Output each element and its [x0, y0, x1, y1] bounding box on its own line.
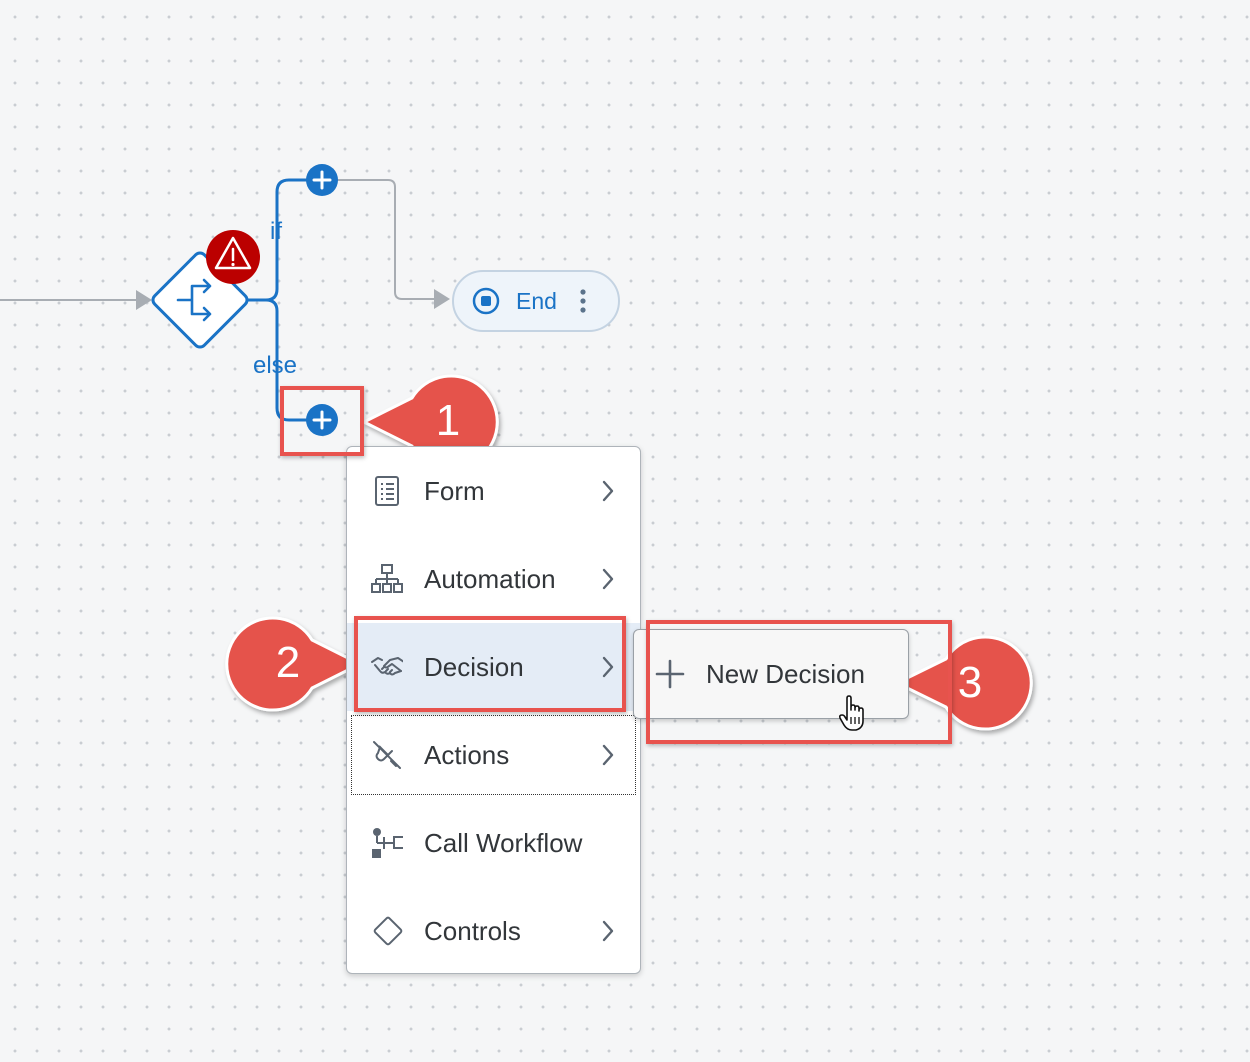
if-arrowhead — [434, 289, 450, 309]
chevron-right-icon — [600, 566, 616, 592]
hand-cursor-icon — [838, 695, 872, 738]
chevron-right-icon — [600, 478, 616, 504]
more-options-icon[interactable] — [579, 287, 587, 315]
menu-item-label: Decision — [424, 651, 524, 682]
diamond-icon — [371, 915, 403, 947]
menu-item-label: Call Workflow — [424, 827, 583, 858]
menu-item-call-workflow[interactable]: Call Workflow — [347, 799, 640, 887]
decision-submenu: New Decision — [633, 629, 909, 719]
callout-1-number: 1 — [435, 396, 461, 445]
chevron-right-icon — [600, 742, 616, 768]
branch-label-else: else — [253, 352, 298, 379]
highlight-box-1 — [280, 386, 364, 456]
form-icon — [371, 475, 403, 507]
actions-icon — [371, 739, 403, 771]
menu-item-label: Controls — [424, 915, 521, 946]
branch-label-if: if — [270, 218, 282, 245]
highlight-box-3 — [646, 620, 952, 744]
handshake-icon — [371, 651, 403, 683]
if-connector — [322, 179, 438, 300]
menu-item-label: Actions — [424, 739, 510, 770]
menu-item-decision[interactable]: Decision — [347, 623, 640, 711]
callout-2-shape — [225, 616, 364, 712]
callout-3-number: 3 — [957, 658, 983, 707]
callout-2-number: 2 — [275, 638, 301, 687]
chevron-right-icon — [600, 654, 616, 680]
new-decision-button[interactable]: New Decision — [634, 630, 908, 718]
call-workflow-icon — [371, 827, 403, 859]
menu-item-automation[interactable]: Automation — [347, 535, 640, 623]
menu-item-label: Form — [424, 475, 485, 506]
end-node[interactable]: End — [452, 270, 620, 332]
warning-icon[interactable] — [206, 230, 260, 284]
highlight-box-2 — [354, 616, 626, 712]
add-step-button-else[interactable] — [306, 404, 338, 436]
menu-item-label: Automation — [424, 563, 556, 594]
menu-item-form[interactable]: Form — [347, 447, 640, 535]
incoming-arrowhead — [136, 290, 152, 310]
end-node-label: End — [516, 287, 557, 314]
menu-item-controls[interactable]: Controls — [347, 887, 640, 975]
automation-icon — [371, 563, 403, 595]
else-branch-line — [265, 298, 312, 422]
branch-split-icon — [176, 278, 212, 322]
callout-3-shape — [893, 635, 1033, 731]
add-step-button-if[interactable] — [306, 164, 338, 196]
menu-item-actions[interactable]: Actions — [347, 711, 640, 799]
chevron-right-icon — [600, 918, 616, 944]
stop-circle-icon — [472, 287, 500, 315]
new-decision-label: New Decision — [706, 658, 865, 689]
plus-icon — [654, 658, 686, 690]
